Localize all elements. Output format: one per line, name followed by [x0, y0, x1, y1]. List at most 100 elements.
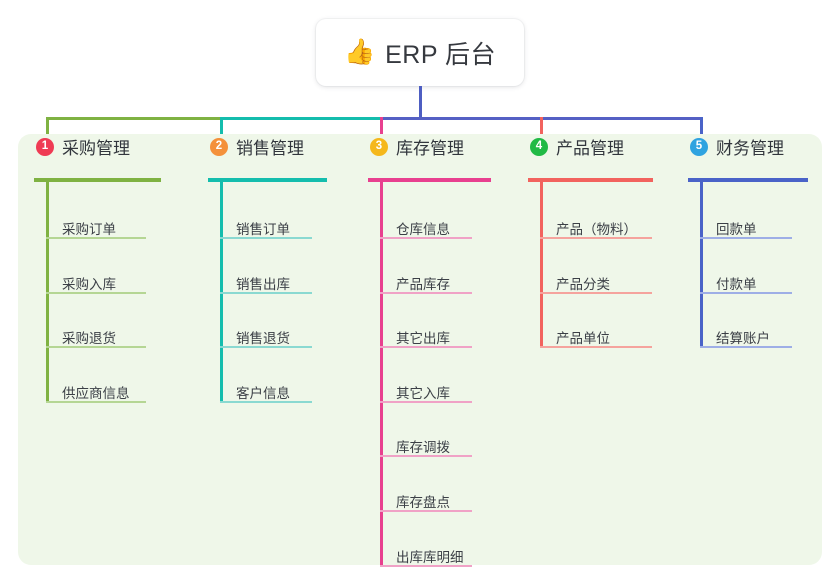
leaf-node[interactable]: 结算账户 [712, 327, 774, 351]
root-node-title: ERP 后台 [385, 40, 497, 69]
leaf-node[interactable]: 仓库信息 [392, 218, 454, 242]
branch-number-badge: 2 [210, 137, 228, 156]
leaf-node-rule [46, 346, 146, 349]
leaf-node-rule [380, 237, 472, 239]
branch-panel [18, 134, 822, 565]
branch-spine [540, 178, 543, 347]
leaf-node[interactable]: 其它入库 [392, 382, 454, 406]
branch-title: 采购管理 [62, 139, 130, 158]
leaf-node[interactable]: 其它出库 [392, 327, 454, 351]
branch-column-3: 3 库存管理 仓库信息 产品库存 其它出库 其它入库 [352, 122, 512, 579]
leaf-node[interactable]: 付款单 [712, 273, 761, 297]
leaf-node-label: 付款单 [716, 276, 757, 292]
leaf-node[interactable]: 采购入库 [58, 273, 120, 297]
leaf-node-label: 其它出库 [396, 331, 450, 347]
leaf-node[interactable]: 产品库存 [392, 273, 454, 297]
branch-column-2: 2 销售管理 销售订单 销售出库 销售退货 客户信息 [192, 122, 352, 415]
branch-header-2[interactable]: 2 销售管理 [210, 134, 304, 159]
leaf-node-label: 结算账户 [716, 331, 770, 347]
leaf-node-label: 采购订单 [62, 222, 116, 237]
branch-number-badge: 3 [370, 137, 388, 156]
branch-header-3[interactable]: 3 库存管理 [370, 134, 464, 159]
leaf-node[interactable]: 采购订单 [58, 218, 120, 242]
leaf-node-label: 回款单 [716, 222, 757, 237]
branch-header-5[interactable]: 5 财务管理 [690, 134, 784, 159]
leaf-node[interactable]: 库存调拨 [392, 436, 454, 460]
leaf-node-rule [46, 400, 146, 403]
branch-title: 库存管理 [396, 139, 464, 158]
branch-spine [700, 178, 703, 347]
leaf-node-rule [46, 291, 146, 294]
leaf-node-label: 销售退货 [236, 331, 290, 347]
leaf-node-label: 产品单位 [556, 331, 610, 347]
leaf-node-label: 产品（物料） [556, 222, 637, 237]
branch-header-rule [368, 178, 491, 182]
leaf-node-label: 出库库明细 [396, 549, 464, 565]
branch-header-rule [34, 178, 161, 182]
leaf-node-rule [700, 346, 792, 349]
branch-spine [380, 178, 383, 565]
leaf-node-rule [380, 510, 472, 512]
branch-header-1[interactable]: 1 采购管理 [36, 134, 130, 159]
leaf-node-rule [380, 564, 472, 567]
leaf-node-label: 采购入库 [62, 276, 116, 292]
leaf-node-label: 客户信息 [236, 385, 290, 401]
leaf-node[interactable]: 销售订单 [232, 218, 294, 242]
leaf-node[interactable]: 产品（物料） [552, 218, 641, 242]
leaf-node-rule [220, 400, 312, 403]
leaf-node[interactable]: 产品分类 [552, 273, 614, 297]
leaf-node[interactable]: 回款单 [712, 218, 761, 242]
branch-column-5: 5 财务管理 回款单 付款单 结算账户 [672, 122, 822, 360]
branch-header-rule [208, 178, 327, 182]
branch-header-rule [688, 178, 808, 182]
leaf-node-rule [540, 346, 652, 349]
leaf-node[interactable]: 采购退货 [58, 327, 120, 351]
leaf-node[interactable]: 供应商信息 [58, 382, 134, 406]
thumbs-up-icon: 👍 [343, 38, 376, 66]
leaf-node[interactable]: 出库库明细 [392, 546, 468, 570]
leaf-node-rule [46, 237, 146, 239]
leaf-node-label: 采购退货 [62, 331, 116, 347]
leaf-node[interactable]: 客户信息 [232, 382, 294, 406]
leaf-node-rule [540, 237, 652, 239]
leaf-node-label: 库存调拨 [396, 440, 450, 456]
leaf-node[interactable]: 产品单位 [552, 327, 614, 351]
branch-spine [46, 178, 49, 401]
leaf-node-label: 供应商信息 [62, 385, 130, 401]
leaf-node-label: 库存盘点 [396, 495, 450, 510]
leaf-node-label: 销售订单 [236, 222, 290, 237]
leaf-node-label: 销售出库 [236, 276, 290, 292]
leaf-node-label: 其它入库 [396, 385, 450, 401]
branch-title: 财务管理 [716, 139, 784, 158]
leaf-node-rule [220, 237, 312, 239]
branch-header-4[interactable]: 4 产品管理 [530, 134, 624, 159]
leaf-node-rule [380, 400, 472, 403]
leaf-node[interactable]: 库存盘点 [392, 491, 454, 515]
bus-segment-1 [46, 117, 223, 120]
branch-spine [220, 178, 223, 401]
leaf-node-rule [220, 291, 312, 294]
root-node[interactable]: 👍 ERP 后台 [316, 19, 524, 86]
leaf-node-rule [700, 291, 792, 294]
branch-title: 产品管理 [556, 139, 624, 158]
leaf-node-rule [700, 237, 792, 239]
leaf-node-rule [380, 455, 472, 458]
branch-title: 销售管理 [236, 139, 304, 158]
leaf-node-label: 产品分类 [556, 276, 610, 292]
root-stem-line [419, 86, 422, 120]
branch-column-1: 1 采购管理 采购订单 采购入库 采购退货 供应商信息 [18, 122, 192, 415]
leaf-node[interactable]: 销售退货 [232, 327, 294, 351]
leaf-node-label: 产品库存 [396, 276, 450, 292]
leaf-node-rule [380, 346, 472, 349]
leaf-node-label: 仓库信息 [396, 222, 450, 237]
branch-header-rule [528, 178, 653, 182]
bus-segment-2 [220, 117, 383, 120]
leaf-node[interactable]: 销售出库 [232, 273, 294, 297]
leaf-node-rule [540, 291, 652, 294]
leaf-node-rule [220, 346, 312, 349]
branch-column-4: 4 产品管理 产品（物料） 产品分类 产品单位 [512, 122, 672, 360]
branch-number-badge: 5 [690, 137, 708, 156]
branch-number-badge: 1 [36, 137, 54, 156]
leaf-node-rule [380, 291, 472, 294]
